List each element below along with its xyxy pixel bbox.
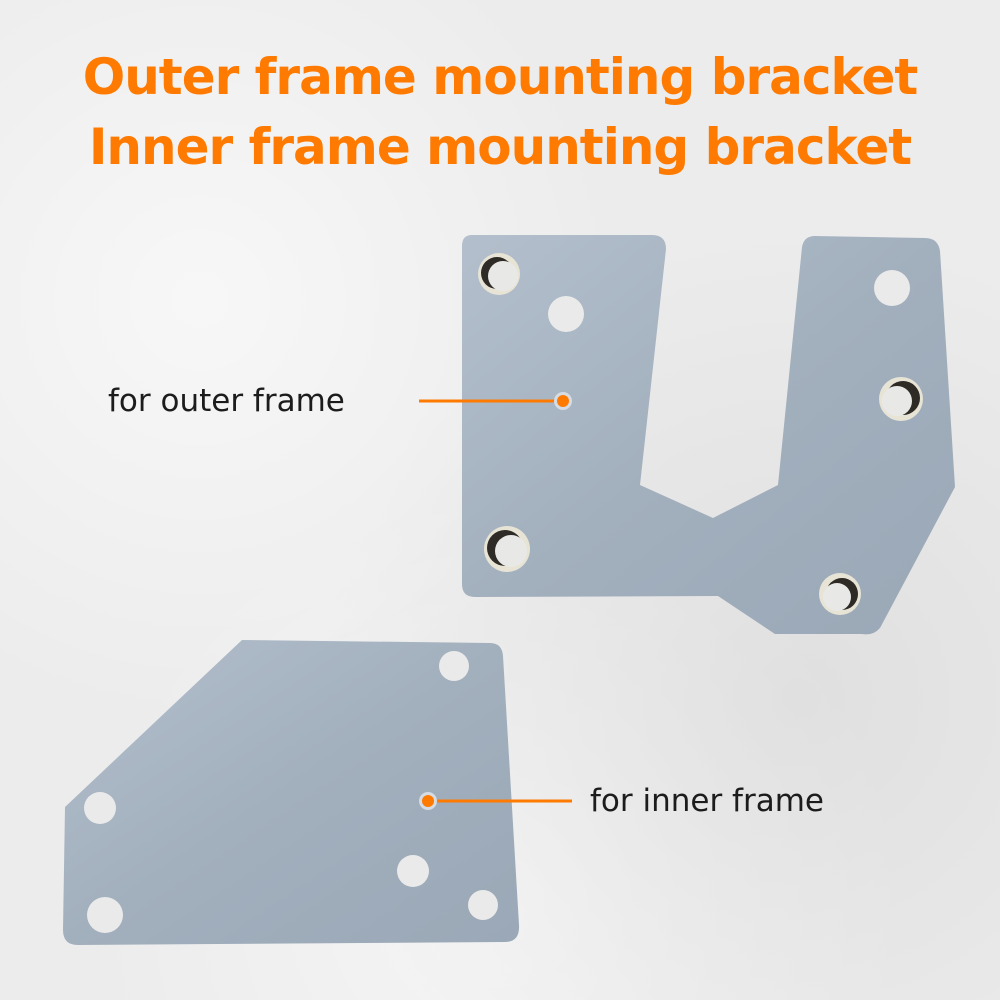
mounting-hole [468, 890, 498, 920]
mounting-hole [879, 377, 923, 421]
mounting-hole [439, 651, 469, 681]
outer-callout-pointer [419, 392, 572, 410]
mounting-hole [484, 526, 530, 572]
mounting-hole [87, 897, 123, 933]
mounting-hole [84, 792, 116, 824]
mounting-hole [819, 573, 861, 615]
mounting-hole [478, 253, 520, 295]
inner-frame-label: for inner frame [590, 783, 824, 819]
mounting-hole [397, 855, 429, 887]
mounting-hole [548, 296, 584, 332]
inner-frame-bracket [63, 640, 520, 945]
outer-frame-bracket [462, 235, 955, 635]
inner-callout-pointer [419, 792, 572, 810]
title-inner-bracket: Inner frame mounting bracket [88, 118, 912, 176]
outer-frame-label: for outer frame [108, 383, 345, 419]
mounting-hole [874, 270, 910, 306]
title-outer-bracket: Outer frame mounting bracket [82, 48, 919, 106]
